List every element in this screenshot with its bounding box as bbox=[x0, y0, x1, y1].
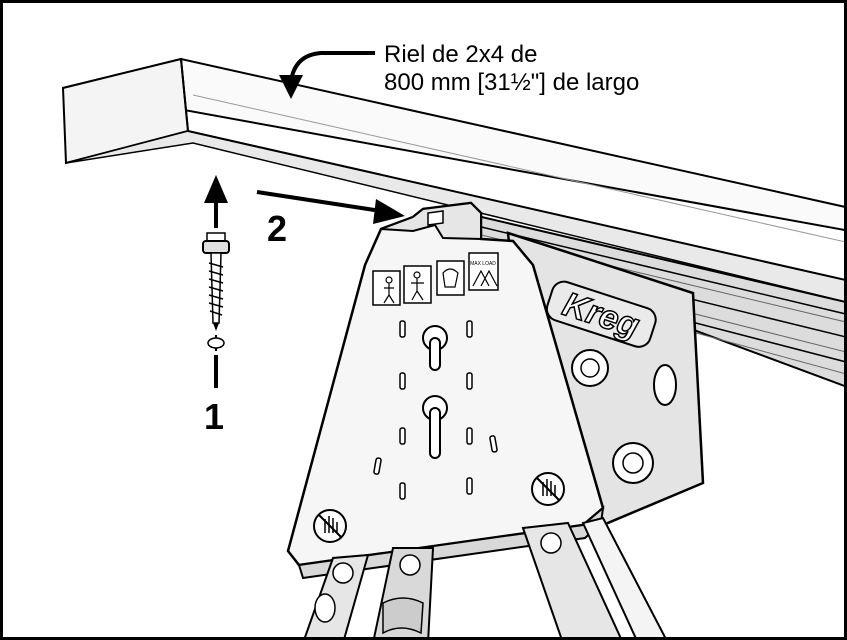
front-plate: MAX LOAD bbox=[286, 201, 605, 580]
step-1-arrow bbox=[204, 175, 228, 388]
two-by-four-rail bbox=[61, 57, 844, 303]
plate-bolt-right bbox=[531, 472, 565, 506]
mounting-screw bbox=[202, 232, 230, 351]
keyhole-slot-lower bbox=[422, 395, 448, 459]
plate-bolt-left bbox=[313, 509, 347, 543]
callout-arrow bbox=[279, 51, 375, 99]
adjustment-slots bbox=[373, 320, 498, 500]
svg-text:MAX LOAD: MAX LOAD bbox=[470, 261, 496, 267]
assembly-illustration: MAX LOAD Kreg bbox=[61, 51, 844, 637]
step-2-number: 2 bbox=[267, 208, 288, 249]
rail-callout-line-1: Riel de 2x4 de bbox=[384, 41, 538, 68]
warning-icon-max-load: MAX LOAD bbox=[468, 252, 499, 291]
rail-callout-label: Riel de 2x4 de 800 mm [31½"] de largo bbox=[384, 41, 639, 97]
step-1-number: 1 bbox=[204, 396, 225, 437]
warning-icon-no-hand bbox=[436, 260, 465, 296]
rail-callout-line-2: 800 mm [31½"] de largo bbox=[384, 69, 640, 96]
keyhole-slot-upper bbox=[422, 325, 448, 371]
warning-icon-no-climb bbox=[372, 270, 401, 306]
warning-icon-no-stand bbox=[403, 265, 432, 304]
stand-legs bbox=[304, 516, 667, 637]
step-2-arrow bbox=[256, 190, 405, 224]
